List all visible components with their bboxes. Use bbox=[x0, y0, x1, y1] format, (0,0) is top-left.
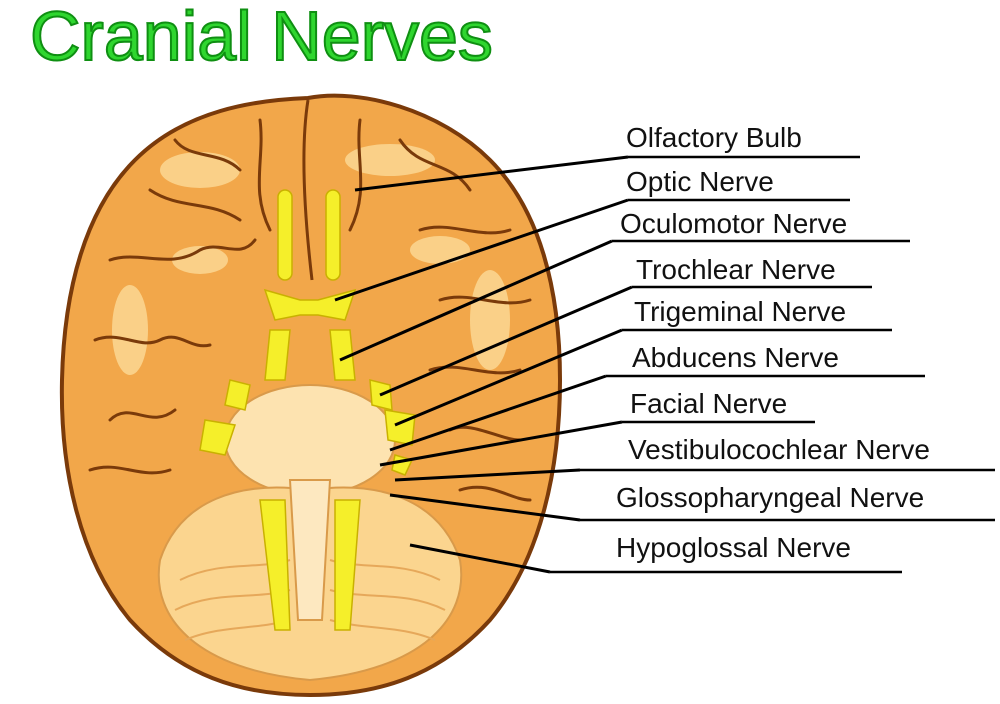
longitudinal-fissure bbox=[302, 99, 314, 281]
label-trochlear-nerve: Trochlear Nerve bbox=[636, 254, 836, 285]
cranial-nerve-shapes bbox=[199, 189, 416, 631]
leader-pointer-vestibulocochlear-nerve bbox=[394, 468, 581, 482]
label-vestibulocochlear-nerve: Vestibulocochlear Nerve bbox=[628, 434, 930, 465]
leader-pointer-oculomotor-nerve bbox=[339, 239, 613, 362]
label-oculomotor-nerve: Oculomotor Nerve bbox=[620, 208, 848, 239]
leader-pointer-olfactory-bulb bbox=[354, 155, 629, 192]
label-glossopharyngeal-nerve: Glossopharyngeal Nerve bbox=[616, 482, 925, 513]
label-facial-nerve: Facial Nerve bbox=[630, 388, 788, 419]
leader-pointer-glossopharyngeal-nerve bbox=[389, 493, 581, 522]
leader-pointer-abducens-nerve bbox=[389, 374, 607, 452]
medulla bbox=[288, 479, 332, 621]
label-optic-nerve: Optic Nerve bbox=[626, 166, 774, 197]
label-abducens-nerve: Abducens Nerve bbox=[632, 342, 840, 373]
leader-pointer-trigeminal-nerve bbox=[394, 328, 623, 427]
label-trigeminal-nerve: Trigeminal Nerve bbox=[634, 296, 847, 327]
brain-gyri bbox=[88, 118, 532, 502]
leader-pointer-trochlear-nerve bbox=[379, 285, 633, 397]
pons bbox=[224, 384, 396, 496]
leader-pointer-hypoglossal-nerve bbox=[409, 543, 551, 574]
leader-pointer-optic-nerve bbox=[334, 198, 629, 302]
label-olfactory-bulb: Olfactory Bulb bbox=[626, 122, 802, 153]
leader-pointer-facial-nerve bbox=[379, 420, 623, 467]
label-hypoglossal-nerve: Hypoglossal Nerve bbox=[616, 532, 851, 563]
leader-lines bbox=[334, 155, 995, 574]
page-title: Cranial Nerves bbox=[29, 0, 494, 76]
